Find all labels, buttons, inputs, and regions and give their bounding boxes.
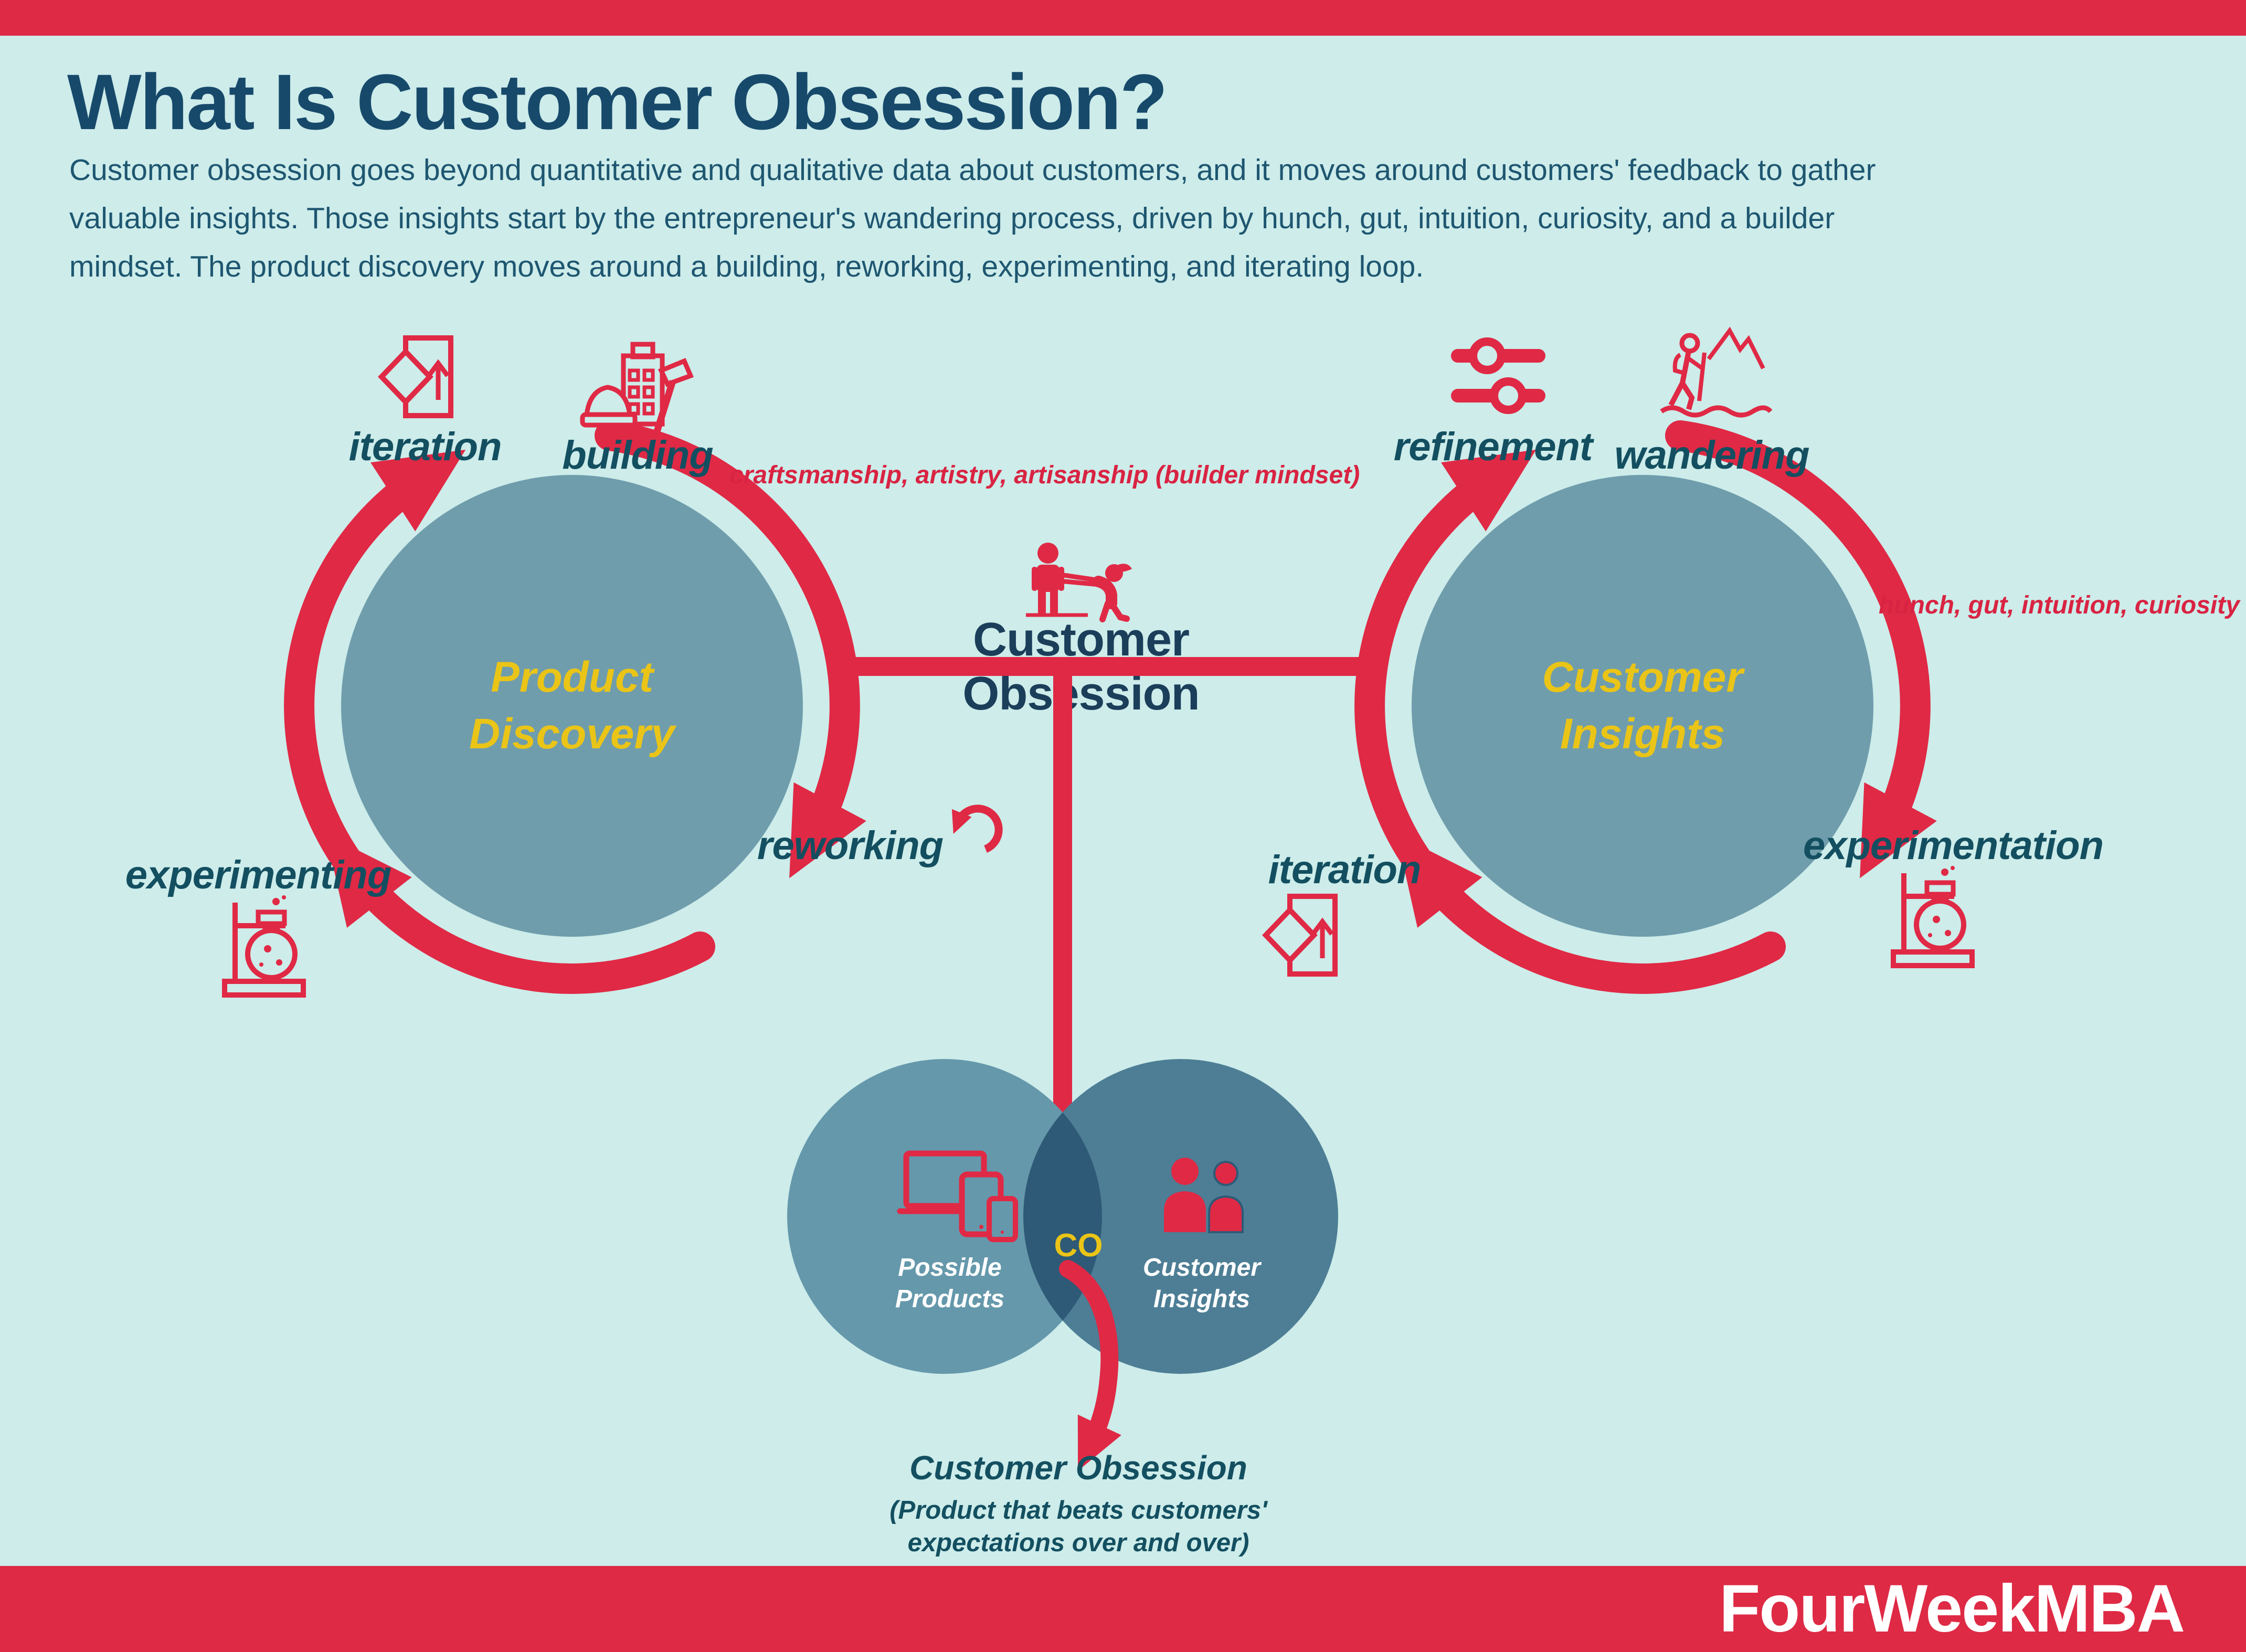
step-experimentation: experimentation xyxy=(1803,823,2104,868)
step-building: building xyxy=(562,433,713,478)
customer-insights-loop-arrows xyxy=(1354,420,1937,994)
step-refinement: refinement xyxy=(1393,425,1593,469)
step-wandering: wandering xyxy=(1614,433,1809,478)
venn-intersection-label: CO xyxy=(1054,1227,1103,1264)
intro-paragraph: Customer obsession goes beyond quantitat… xyxy=(69,146,2168,291)
venn-caption-line1: (Product that beats customers' xyxy=(889,1496,1267,1524)
intro-line: valuable insights. Those insights start … xyxy=(69,202,1835,235)
co-result-curved-arrow xyxy=(1059,1260,1121,1471)
possible-products-devices-icon xyxy=(897,1150,1018,1242)
step-iteration: iteration xyxy=(348,425,502,469)
venn-caption-title: Customer Obsession xyxy=(909,1449,1247,1487)
product-discovery-label: Product Discovery xyxy=(469,653,675,758)
customer-insights-circle: Customer Insights xyxy=(1412,475,1873,937)
iteration-icon xyxy=(378,335,453,418)
venn-left-circle xyxy=(787,1059,1102,1374)
product-discovery-loop-arrows xyxy=(284,420,866,994)
product-discovery-circle: Product Discovery xyxy=(341,475,803,937)
step-iteration-right: iteration xyxy=(1268,848,1422,892)
iteration-icon-right xyxy=(1262,894,1338,977)
connector-vertical-line xyxy=(1053,675,1072,1147)
rework-loop-icon xyxy=(951,804,1003,853)
experiment-flask-icon xyxy=(222,895,306,998)
page-title: What Is Customer Obsession? xyxy=(67,58,1168,146)
step-experimenting: experimenting xyxy=(125,853,391,897)
wandering-hiker-icon xyxy=(1660,326,1773,418)
brand-logo: FourWeekMBA xyxy=(1719,1571,2185,1646)
refinement-sliders-icon xyxy=(1451,337,1545,414)
hunch-gut-annotation: hunch, gut, intuition, curiosity xyxy=(1879,591,2240,619)
venn-right-label: Customer Insights xyxy=(1142,1254,1261,1313)
venn-left-label: Possible Products xyxy=(895,1254,1005,1313)
step-reworking: reworking xyxy=(757,823,944,868)
customer-insights-label: Customer Insights xyxy=(1542,653,1743,758)
customer-obsession-figures-icon xyxy=(1026,543,1132,622)
intro-line: mindset. The product discovery moves aro… xyxy=(69,250,1424,283)
intro-line: Customer obsession goes beyond quantitat… xyxy=(69,153,1876,187)
venn-caption-line2: expectations over and over) xyxy=(907,1529,1249,1557)
experimentation-flask-icon xyxy=(1891,866,1975,968)
customer-insights-people-icon xyxy=(1164,1158,1244,1233)
building-icon xyxy=(580,342,694,432)
connector-horizontal-line xyxy=(840,657,1375,676)
top-accent-bar xyxy=(0,0,2246,36)
footer-bar xyxy=(0,1566,2246,1652)
builder-mindset-annotation: craftsmanship, artistry, artisanship (bu… xyxy=(729,461,1360,489)
